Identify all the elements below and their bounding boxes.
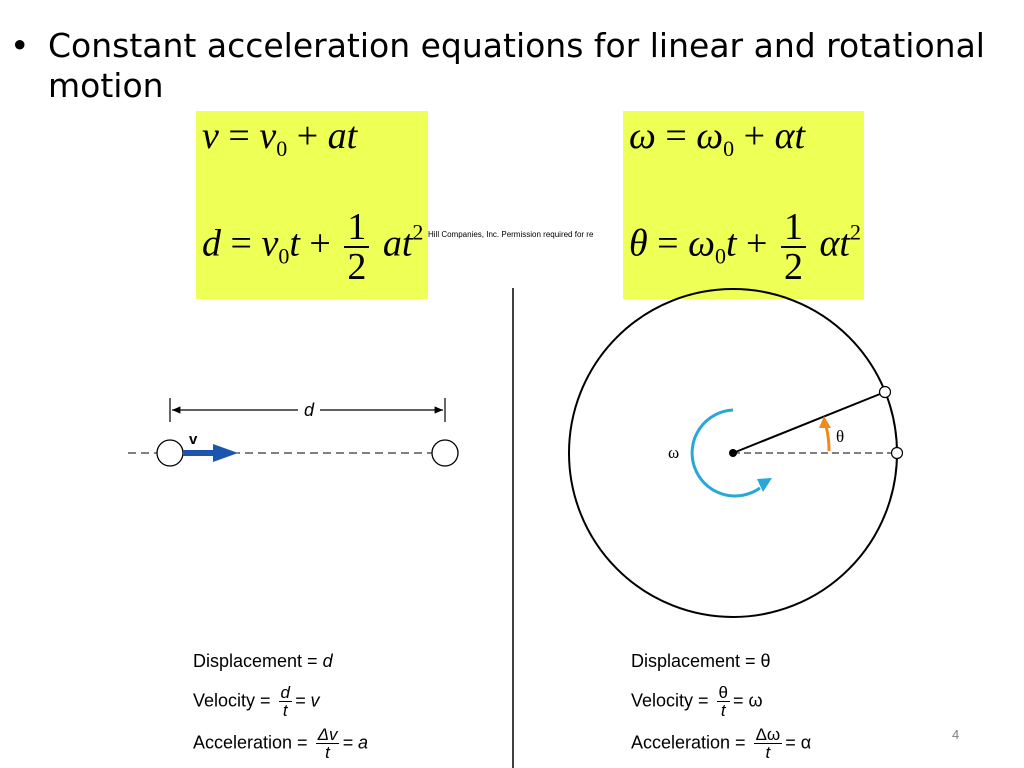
linear-equation-velocity: v = v0 + at [202,114,357,162]
eq-symbol: = [230,222,252,265]
velocity-arrow-shaft [183,450,215,456]
eq-symbol: t [346,115,358,157]
fraction-numerator: 1 [780,208,806,248]
eq-symbol: t [839,222,850,265]
fraction-denominator: t [325,743,330,762]
page-number: 4 [952,727,960,742]
omega-label: ω [668,443,679,462]
fraction-one-half: 1 2 [344,208,370,288]
fraction-numerator: θ [716,683,731,702]
omega-rotation-arrow [690,408,761,498]
fraction-denominator: 2 [347,246,367,288]
eq-symbol: ω [629,115,656,157]
linear-equation-displacement: d = v0t + 1 2 at2 [202,208,423,286]
eq-symbol: = [228,115,250,157]
rotational-equation-displacement: θ = ω0t + 1 2 αt2 [629,208,861,286]
eq-subscript: 0 [723,136,735,161]
eq-subscript: 0 [276,136,288,161]
eq-symbol: t [794,115,806,157]
definition-result: = ω [733,690,763,711]
definition-text: Acceleration = [631,732,751,753]
omega-arrow-head [757,478,772,492]
radius-line [732,391,886,454]
eq-symbol: ω [688,222,715,265]
bullet-heading: • Constant acceleration equations for li… [10,26,1000,106]
fraction-numerator: Δω [753,725,783,744]
bullet-symbol: • [10,26,30,65]
eq-symbol: t [725,222,737,265]
eq-symbol: d [202,222,221,265]
definition-text: Velocity = [193,690,276,711]
eq-symbol: a [327,115,347,157]
heading-line-2: motion [48,66,164,105]
definition-text: Velocity = [631,690,714,711]
eq-symbol: + [743,115,766,157]
fraction-numerator: Δv [315,725,340,744]
fraction-numerator: 1 [344,208,370,248]
definition-text: Displacement = θ [631,651,771,671]
eq-symbol: v [259,115,277,157]
eq-symbol: t [401,222,413,265]
definition-result: = α [785,732,812,753]
copyright-credit: Hill Companies, Inc. Permission required… [428,230,594,239]
end-particle [431,439,459,467]
rotated-point [878,385,892,399]
linear-equations-box [196,111,428,299]
fraction-denominator: t [720,701,726,720]
eq-symbol: α [819,222,840,265]
eq-symbol: + [296,115,319,157]
reference-point [890,446,904,460]
eq-symbol: ω [696,115,724,157]
eq-symbol: + [746,222,768,265]
eq-symbol: θ [629,222,648,265]
definition-result: = v [295,690,320,711]
definition-text: Displacement = [193,651,323,671]
fraction-one-half: 1 2 [780,208,806,288]
rotational-equations-box [623,111,864,299]
eq-exponent: 2 [849,219,861,245]
theta-arc-arrow [824,425,831,452]
eq-symbol: t [289,222,300,265]
eq-symbol: = [657,222,679,265]
eq-subscript: 0 [714,243,726,269]
eq-subscript: 0 [278,243,290,269]
linear-displacement-definition: Displacement = d [193,651,333,672]
eq-symbol: α [774,115,795,157]
fraction-denominator: 2 [783,246,803,288]
distance-label: d [304,400,315,420]
theta-label: θ [836,427,844,446]
eq-symbol: + [309,222,331,265]
heading-line-1: Constant acceleration equations for line… [48,26,985,65]
fraction-denominator: t [765,743,771,762]
eq-symbol: a [382,222,402,265]
eq-symbol: = [665,115,687,157]
eq-symbol: v [261,222,279,265]
definition-text: Acceleration = [193,732,313,753]
velocity-label: v [189,431,198,448]
eq-exponent: 2 [412,219,424,245]
center-point [729,449,737,457]
definition-value: d [322,651,333,671]
velocity-arrow-head [213,444,238,462]
eq-symbol: v [202,115,219,157]
start-particle [156,439,184,467]
fraction-numerator: d [278,683,293,702]
theta-arrow-head [819,416,831,428]
definition-result: = a [342,732,369,753]
fraction-denominator: t [282,701,288,720]
rotational-displacement-definition: Displacement = θ [631,651,771,672]
rotational-equation-velocity: ω = ω0 + αt [629,114,805,162]
